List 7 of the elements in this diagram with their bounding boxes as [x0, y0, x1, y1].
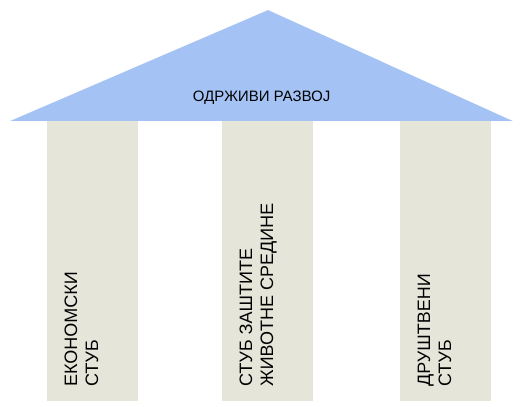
pillar-label: ДРУШТВЕНИ СТУБ: [414, 272, 456, 386]
pillar-column: [222, 121, 313, 401]
pillar-column: [47, 121, 138, 401]
pillar-column: [400, 121, 491, 401]
pillar-label: ЕКОНОМСКИ СТУБ: [61, 270, 103, 386]
pillar-label: СТУБ ЗАШТИТЕ ЖИВОТНЕ СРЕДИНЕ: [236, 202, 278, 386]
roof-label: ОДРЖИВИ РАЗВОЈ: [192, 88, 332, 105]
